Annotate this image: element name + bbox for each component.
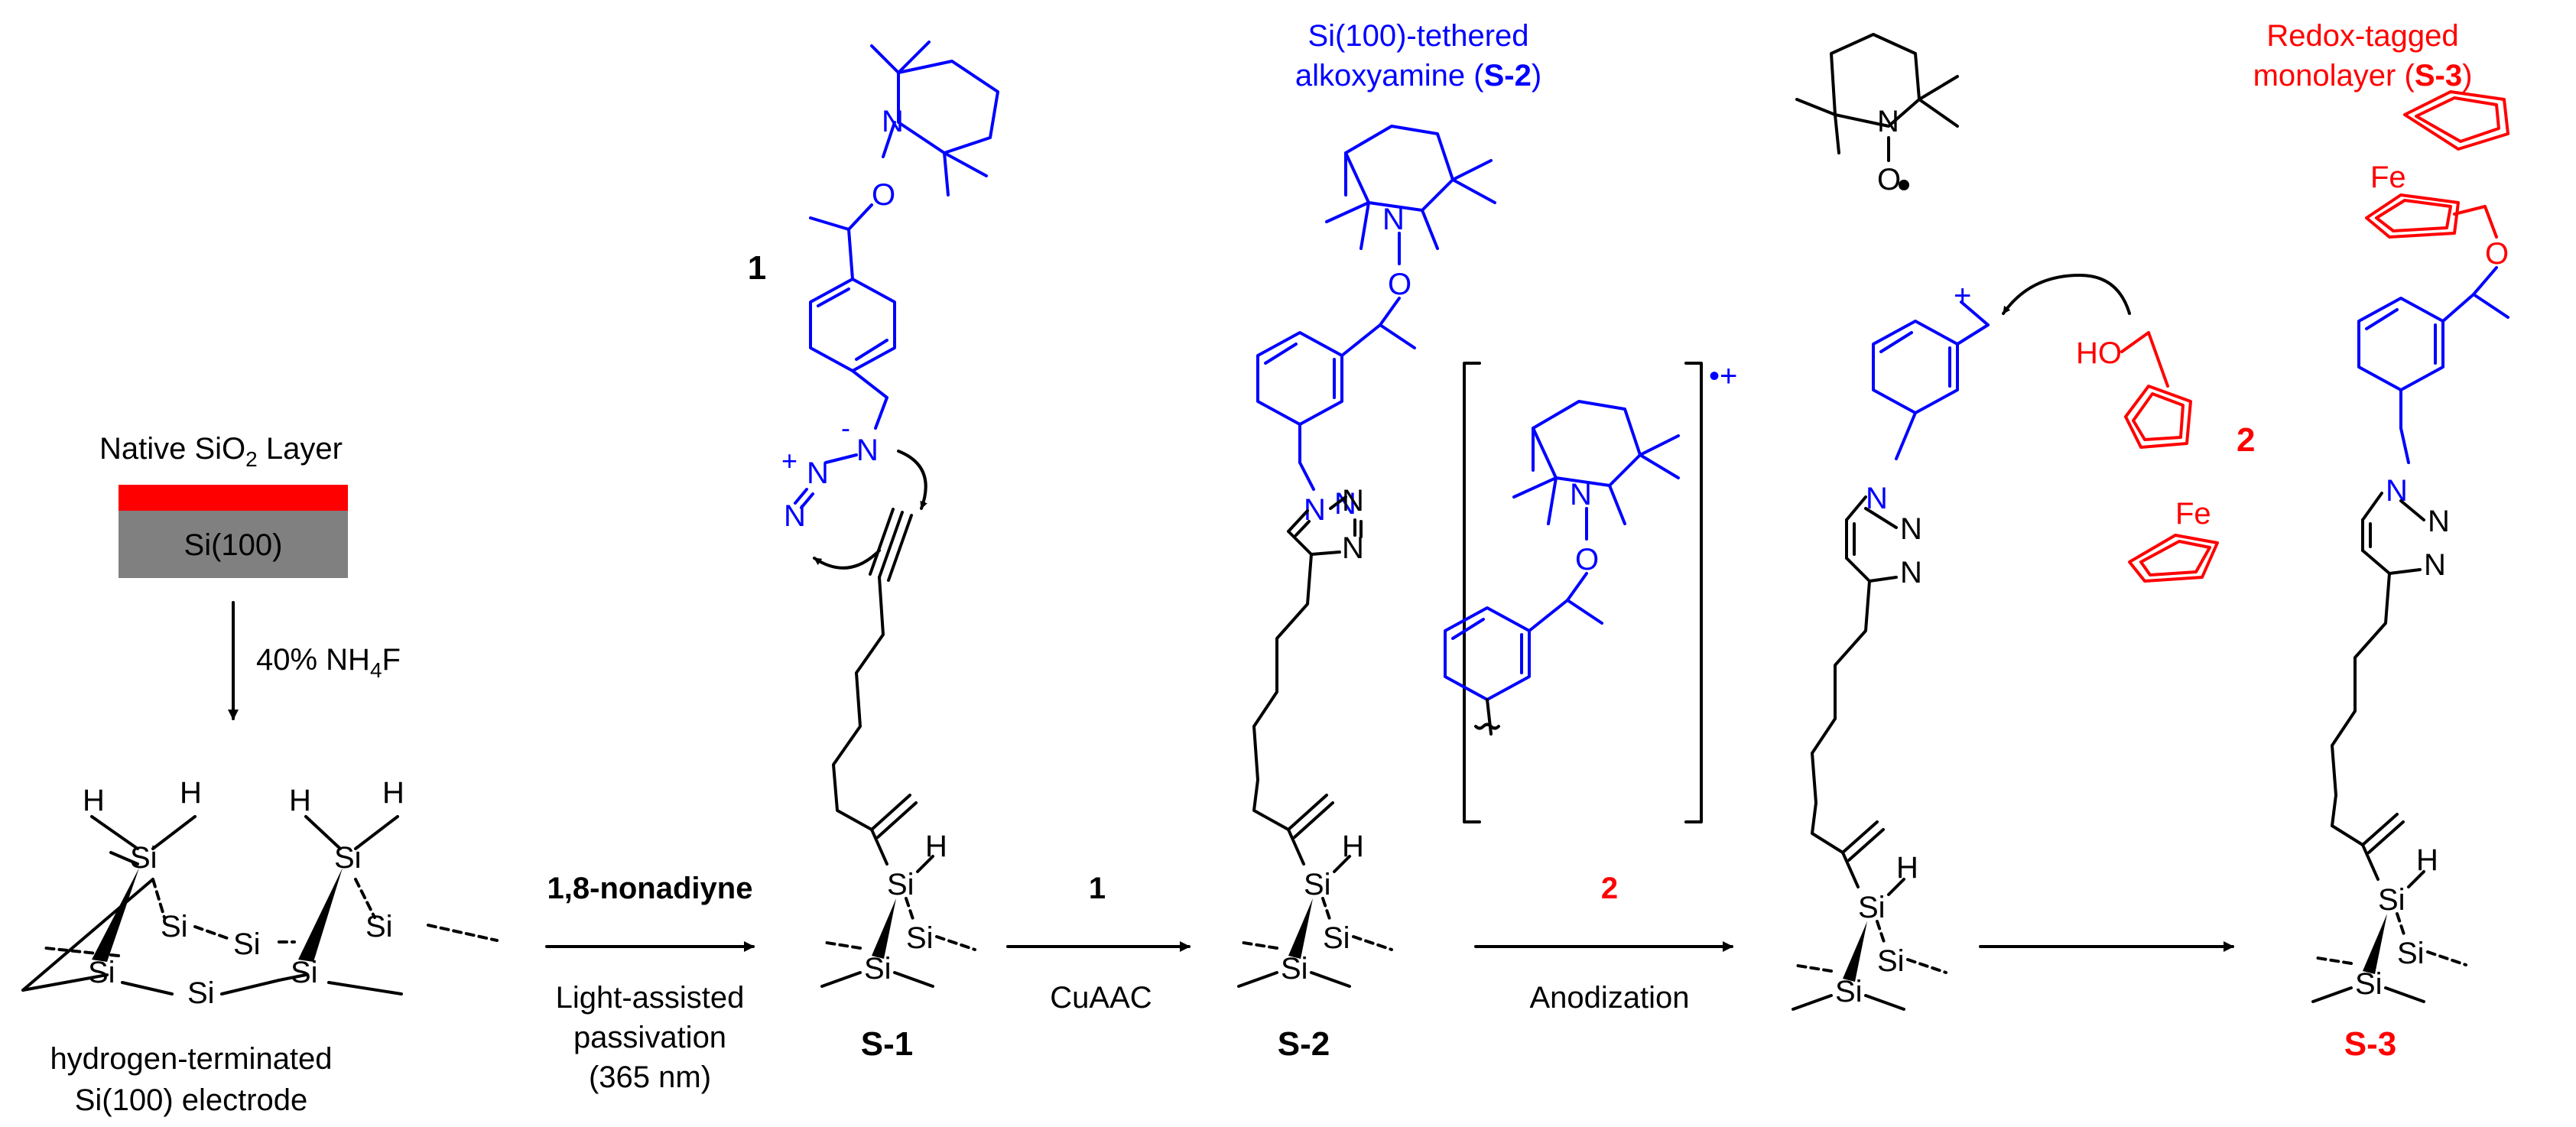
n-atom: N <box>1877 105 1899 138</box>
n-atom: N <box>1900 512 1922 546</box>
native-oxide-title: Native SiO2 Layer <box>99 432 343 471</box>
step1-line3: (365 nm) <box>589 1060 711 1094</box>
n-atom: N <box>1900 556 1922 589</box>
si-atom: Si <box>1877 944 1905 978</box>
o-atom: O <box>872 178 895 212</box>
h-atom: H <box>925 830 947 863</box>
si-substrate-label: Si(100) <box>184 528 283 562</box>
h-atom: H <box>180 776 202 810</box>
compound-1-azide: 1 N O N - N + N <box>748 41 999 570</box>
surface-s3: Redox-tagged monolayer (S-3) Fe O N N N … <box>2253 19 2509 1063</box>
o-atom: O <box>2485 237 2509 271</box>
compound-1-label: 1 <box>748 249 766 287</box>
ferrocenylmethanol-2: HO 2 Fe <box>2076 331 2255 583</box>
n-atom: N <box>1382 203 1405 236</box>
n-atom: N <box>882 105 904 138</box>
plus-charge: + <box>781 445 797 476</box>
step1-reagent: 1,8-nonadiyne <box>547 872 753 905</box>
si-atom: Si <box>1281 952 1308 986</box>
si-atom: Si <box>161 910 188 943</box>
iron-label: Fe <box>2370 161 2406 194</box>
surface-caption-line2: Si(100) electrode <box>75 1083 308 1117</box>
s2-title-line2: alkoxyamine (S-2) <box>1295 59 1541 93</box>
step1-line2: passivation <box>573 1021 726 1054</box>
step2-reagent: 1 <box>1089 872 1106 905</box>
step2-note: CuAAC <box>1050 981 1152 1015</box>
h-atom: H <box>382 776 404 810</box>
si-atom: Si <box>2355 967 2383 1001</box>
s2-title-line1: Si(100)-tethered <box>1307 19 1528 53</box>
n-atom: N <box>2424 548 2446 582</box>
radical-cation-sign: •+ <box>1709 359 1737 393</box>
si-atom: Si <box>88 956 115 989</box>
si-atom: Si <box>365 910 393 943</box>
iron-label: Fe <box>2175 497 2211 531</box>
n-atom: N <box>1570 478 1592 512</box>
compound-2-label: 2 <box>2237 421 2255 459</box>
step-2: 1 CuAAC <box>1006 872 1191 1015</box>
n-atom: N <box>2428 505 2450 538</box>
benzylic-cation-surface: + N N N Si H Si Si <box>1792 274 2131 1011</box>
n-atom: N <box>807 456 829 490</box>
tempo-radical: N O <box>1795 33 1959 196</box>
o-atom: O <box>1575 543 1599 576</box>
o-atom: O <box>1388 268 1411 301</box>
si-atom: Si <box>1323 921 1350 955</box>
n-atom: N <box>856 434 879 467</box>
si-atom: Si <box>1304 868 1331 901</box>
o-atom: O <box>1877 163 1901 196</box>
s3-title-line2: monolayer (S-3) <box>2253 59 2473 93</box>
si-atom: Si <box>887 868 914 901</box>
si-substrate <box>119 511 348 578</box>
surface-s1: Si H Si Si S-1 <box>820 508 976 1063</box>
minus-charge: - <box>841 412 850 443</box>
n-atom: N <box>784 499 806 533</box>
si-atom: Si <box>291 956 318 989</box>
h-atom: H <box>83 784 105 817</box>
si-atom: Si <box>1835 975 1863 1008</box>
n-atom: N <box>1342 484 1364 518</box>
h-atom: H <box>1342 830 1364 863</box>
h-atom: H <box>289 784 311 817</box>
wafer-panel: Native SiO2 Layer Si(100) 40% NH4F <box>99 432 401 720</box>
si-atom: Si <box>2378 883 2405 917</box>
si-atom: Si <box>334 841 362 875</box>
step3-reagent: 2 <box>1601 872 1618 905</box>
step1-line1: Light-assisted <box>556 981 745 1015</box>
hydroxyl-label: HO <box>2076 336 2122 370</box>
etch-reagent: 40% NH4F <box>256 643 401 682</box>
si-atom: Si <box>233 927 261 961</box>
radical-dot <box>1899 180 1909 190</box>
si-atom: Si <box>2397 937 2425 970</box>
si-atom: Si <box>187 976 215 1010</box>
radical-cation-intermediate: •+ N O <box>1444 359 1737 823</box>
surface-s2: Si(100)-tethered alkoxyamine (S-2) N O N… <box>1237 19 1541 1063</box>
sio2-layer <box>119 485 348 511</box>
si-atom: Si <box>130 841 158 875</box>
h-terminated-surface: H H Si Si Si Si Si H H Si Si Si hydrogen… <box>21 776 499 1117</box>
step3-note: Anodization <box>1529 981 1689 1015</box>
s3-label: S-3 <box>2344 1025 2396 1063</box>
h-atom: H <box>1896 851 1918 885</box>
s3-title-line1: Redox-tagged <box>2266 19 2458 53</box>
cation-charge: + <box>1954 279 1971 313</box>
s1-label: S-1 <box>861 1025 913 1063</box>
step-1: 1,8-nonadiyne Light-assisted passivation… <box>545 872 755 1094</box>
s2-label: S-2 <box>1278 1025 1330 1063</box>
si-atom: Si <box>1858 891 1886 924</box>
h-atom: H <box>2416 843 2438 877</box>
step-3: 2 Anodization <box>1474 872 1733 1015</box>
surface-caption-line1: hydrogen-terminated <box>50 1042 332 1076</box>
si-atom: Si <box>864 952 892 986</box>
si-atom: Si <box>906 921 934 955</box>
